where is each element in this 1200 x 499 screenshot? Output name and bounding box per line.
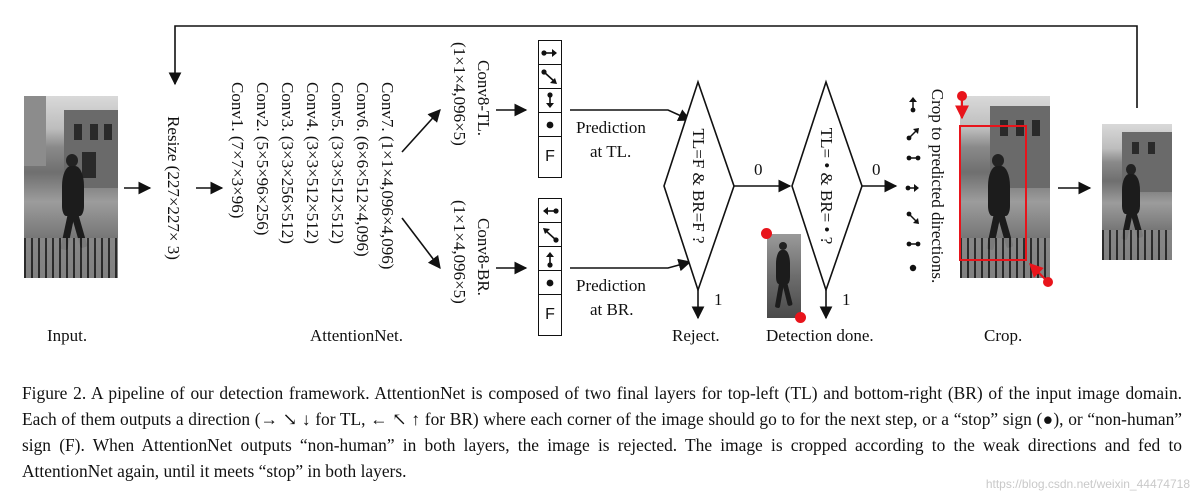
arrow-down-icon xyxy=(539,89,561,113)
corner-marker-br xyxy=(795,312,806,323)
diamond2-text: TL= • & BR= • ? xyxy=(817,127,836,245)
diamond2-text-wrap: TL= • & BR= • ? xyxy=(814,110,838,262)
arrow-down-right-icon xyxy=(539,65,561,89)
conv-layer-5: Conv5. (3×3×512×512) xyxy=(328,82,347,244)
conv8-tl-wrap: Conv8-TL. (1×1×4,096×5) xyxy=(446,42,494,182)
detection-done-label: Detection done. xyxy=(766,326,874,345)
conv8-br-name: Conv8-BR. xyxy=(474,218,493,296)
conv-layer-1: Conv1. (7×7×3×96) xyxy=(228,82,247,219)
prediction-br-line1: Prediction xyxy=(576,276,646,295)
resize-label-wrap: Resize (227×227× 3) xyxy=(160,98,186,278)
crop-overlay xyxy=(955,91,1053,287)
br-direction-box: F xyxy=(538,198,562,336)
arrow-down-right-icon xyxy=(906,211,919,224)
conv8-tl-label: Conv8-TL. (1×1×4,096×5) xyxy=(446,42,494,182)
arrow-up-left-icon xyxy=(906,128,919,141)
conv8-br-wrap: Conv8-BR. (1×1×4,096×5) xyxy=(446,200,494,340)
conv-layer-4: Conv4. (3×3×512×512) xyxy=(303,82,322,244)
input-image xyxy=(24,96,118,278)
feedback-loop-arrow xyxy=(168,25,1138,108)
crop-marker-br xyxy=(1043,277,1053,287)
stop-dot-icon xyxy=(909,264,917,272)
conv-layer-7: Conv7. (1×1×4,096×4,096) xyxy=(378,82,397,270)
crop-label: Crop. xyxy=(984,326,1023,345)
arrow-up-icon xyxy=(539,247,561,271)
conv-layer-2: Conv2. (5×5×96×256) xyxy=(253,82,272,236)
arrow-down-icon xyxy=(906,241,921,247)
output-image xyxy=(1102,124,1172,260)
stop-dot-icon xyxy=(539,113,561,137)
conv8-tl-name: Conv8-TL. xyxy=(474,60,493,137)
attentionnet-label: AttentionNet. xyxy=(310,326,404,345)
nonhuman-f-icon: F xyxy=(545,306,555,323)
crop-direction-icons xyxy=(905,97,921,272)
conv-layer-6: Conv6. (6×6×512×4,096) xyxy=(353,82,372,257)
arrow-right-icon xyxy=(906,155,921,161)
figure-caption: Figure 2. A pipeline of our detection fr… xyxy=(22,383,1182,481)
arrow-right-icon xyxy=(539,41,561,65)
conv8-br-shape: (1×1×4,096×5) xyxy=(450,200,469,304)
arrow-up-left-icon xyxy=(539,223,561,247)
arrow-up-icon xyxy=(909,97,917,113)
detection-done-image xyxy=(767,234,801,318)
diamond1-text-wrap: TL=F & BR=F ? xyxy=(686,110,710,262)
prediction-br-line2: at BR. xyxy=(590,300,634,319)
input-label: Input. xyxy=(47,326,88,345)
crop-box xyxy=(959,125,1027,261)
arrow-left-icon xyxy=(539,199,561,223)
stop-dot-icon xyxy=(539,271,561,295)
prediction-tl-line2: at TL. xyxy=(590,142,632,161)
resize-label: Resize (227×227× 3) xyxy=(164,116,183,260)
arrow-to-conv8-tl xyxy=(401,109,441,153)
conv8-br-label: Conv8-BR. (1×1×4,096×5) xyxy=(446,200,494,340)
crop-directions-wrap: Crop to predicted directions. xyxy=(924,76,950,296)
conv8-tl-shape: (1×1×4,096×5) xyxy=(450,42,469,146)
edge-label-zero-2: 0 xyxy=(872,160,881,179)
crop-directions-label: Crop to predicted directions. xyxy=(928,88,947,284)
nonhuman-f-icon: F xyxy=(545,148,555,165)
crop-marker-tl xyxy=(957,91,967,101)
arrow-to-conv8-br xyxy=(401,217,441,270)
arrow-left-icon xyxy=(905,184,919,192)
conv-layer-3: Conv3. (3×3×256×512) xyxy=(278,82,297,244)
conv-layers-stack: Conv7. (1×1×4,096×4,096) Conv6. (6×6×512… xyxy=(222,82,398,298)
edge-label-zero-1: 0 xyxy=(754,160,763,179)
conv-layers-wrap: Conv7. (1×1×4,096×4,096) Conv6. (6×6×512… xyxy=(222,82,398,298)
corner-marker-tl xyxy=(761,228,772,239)
watermark: https://blog.csdn.net/weixin_44474718 xyxy=(985,477,1190,491)
diamond1-text: TL=F & BR=F ? xyxy=(689,128,708,244)
prediction-tl-line1: Prediction xyxy=(576,118,646,137)
edge-label-one-2: 1 xyxy=(842,290,851,309)
reject-label: Reject. xyxy=(672,326,720,345)
arrow-prediction-br xyxy=(570,258,692,272)
pipeline-connectors xyxy=(124,25,1138,320)
tl-direction-box: F xyxy=(538,40,562,178)
arrow-prediction-tl xyxy=(570,109,692,122)
edge-label-one-1: 1 xyxy=(714,290,723,309)
